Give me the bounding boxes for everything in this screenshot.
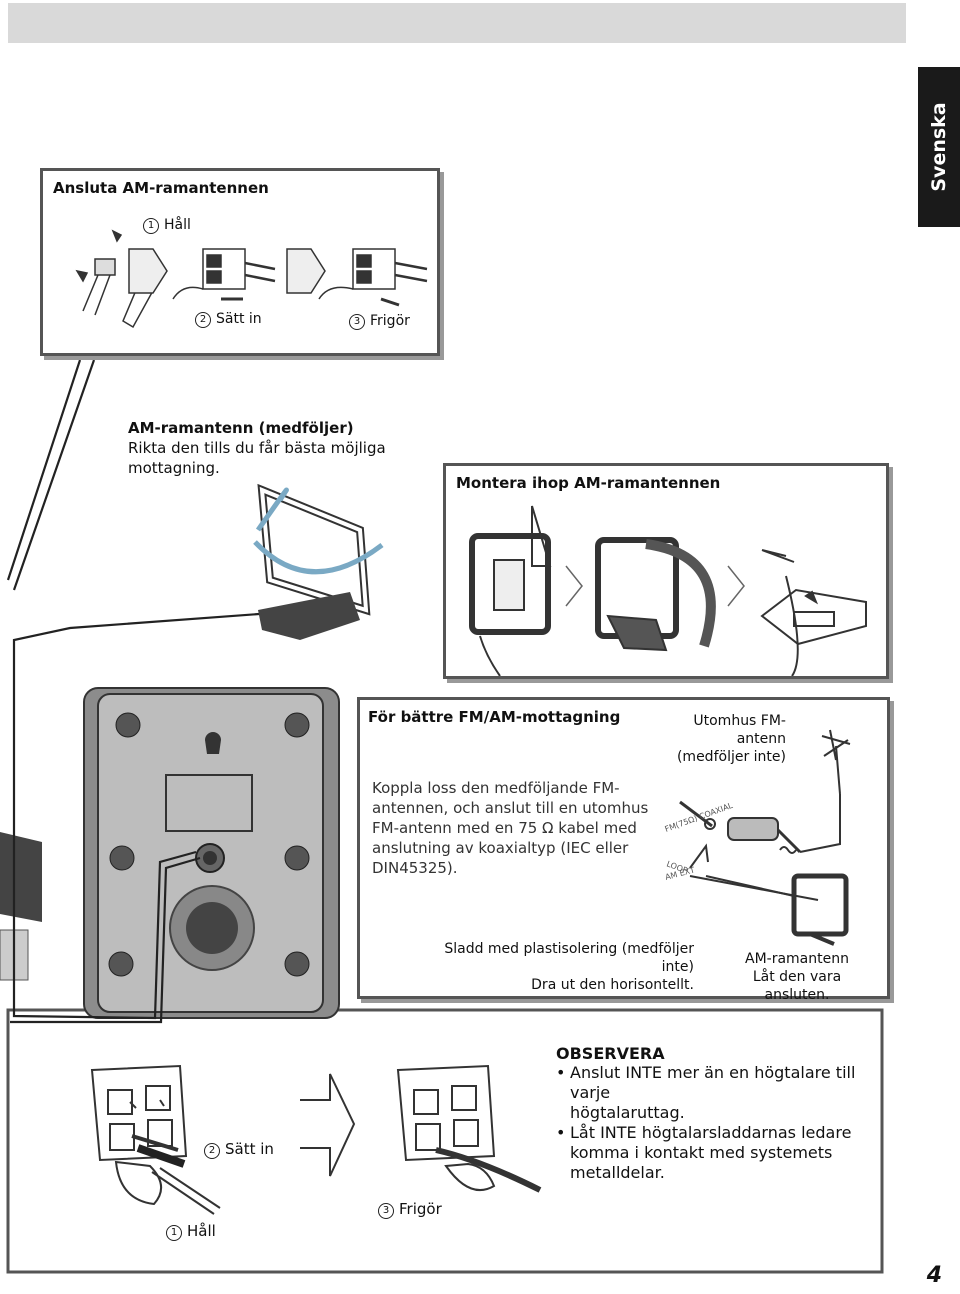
am-connect-step1: 1 Håll	[143, 217, 191, 234]
reception-illustration: FM(75Ω) COAXIAL LOOP AM EXT	[664, 729, 851, 946]
am-connect-step2: 2 Sätt in	[195, 311, 262, 328]
speaker-step1: 1 Håll	[166, 1222, 216, 1241]
unit-back-illustration	[83, 687, 340, 1019]
step-number: 3	[349, 314, 365, 330]
am-antenna-note-title: AM-ramantenn (medföljer)	[128, 419, 354, 437]
speaker-step2: 2 Sätt in	[204, 1140, 274, 1159]
body-line: FM-antenn med en 75 Ω kabel med	[372, 819, 637, 837]
observera-title: OBSERVERA	[556, 1044, 665, 1063]
better-reception-title: För bättre FM/AM-mottagning	[368, 708, 621, 726]
step-label: Håll	[164, 217, 191, 233]
observera-line: Anslut INTE mer än en högtalare till var…	[570, 1063, 856, 1102]
body-line: Koppla loss den medföljande FM-	[372, 779, 620, 797]
wire-label: Sladd med plastisolering (medföljer inte…	[422, 940, 694, 994]
wire-label-line2: Dra ut den horisontellt.	[531, 977, 694, 993]
am-antenna-label-line2: Låt den vara ansluten.	[752, 969, 842, 1003]
step-number: 2	[195, 312, 211, 328]
am-antenna-label-line1: AM-ramantenn	[745, 951, 849, 967]
step-number: 2	[204, 1143, 220, 1159]
assemble-illustration	[469, 505, 867, 676]
step-label: Sätt in	[225, 1140, 274, 1158]
am-antenna-label: AM-ramantenn Låt den vara ansluten.	[722, 950, 872, 1004]
assemble-box: Montera ihop AM-ramantennen	[443, 463, 889, 679]
observera-line: Låt INTE högtalarsladdarnas ledare	[570, 1123, 852, 1142]
observera-item: Anslut INTE mer än en högtalare till var…	[556, 1063, 874, 1123]
am-connect-illustration	[75, 229, 428, 329]
header-bar	[8, 3, 906, 43]
observera-line: metalldelar.	[570, 1163, 665, 1182]
better-reception-body: Koppla loss den medföljande FM- antennen…	[372, 778, 648, 878]
step-label: Håll	[187, 1222, 216, 1240]
step-label: Frigör	[370, 313, 410, 329]
am-connect-step3: 3 Frigör	[349, 313, 410, 330]
step-number: 1	[166, 1225, 182, 1241]
step-label: Frigör	[399, 1200, 442, 1218]
wire-label-line1: Sladd med plastisolering (medföljer inte…	[444, 941, 694, 975]
body-line: antennen, och anslut till en utomhus	[372, 799, 649, 817]
observera-item: Låt INTE högtalarsladdarnas ledare komma…	[556, 1123, 874, 1183]
better-reception-box: För bättre FM/AM-mottagning Utomhus FM-a…	[357, 697, 890, 1003]
observera-line: högtalaruttag.	[570, 1103, 685, 1122]
am-connect-title: Ansluta AM-ramantennen	[53, 179, 269, 197]
outdoor-fm-line2: (medföljer inte)	[676, 749, 786, 765]
observera-section: OBSERVERA Anslut INTE mer än en högtalar…	[556, 1044, 874, 1183]
observera-list: Anslut INTE mer än en högtalare till var…	[556, 1063, 874, 1183]
step-number: 1	[143, 218, 159, 234]
am-antenna-note-line1: Rikta den tills du får bästa möjliga	[128, 439, 386, 457]
outdoor-fm-label: Utomhus FM-antenn (medföljer inte)	[646, 712, 786, 766]
am-antenna-note-line2: mottagning.	[128, 459, 220, 477]
page-number: 4	[926, 1263, 942, 1288]
language-tab: Svenska	[918, 67, 960, 227]
outdoor-fm-line1: Utomhus FM-antenn	[693, 713, 786, 747]
observera-line: komma i kontakt med systemets	[570, 1143, 833, 1162]
assemble-title: Montera ihop AM-ramantennen	[456, 474, 721, 492]
speaker-step3: 3 Frigör	[378, 1200, 442, 1219]
body-line: DIN45325).	[372, 859, 458, 877]
step-number: 3	[378, 1203, 394, 1219]
am-antenna-note: AM-ramantenn (medföljer) Rikta den tills…	[128, 418, 386, 478]
step-label: Sätt in	[216, 311, 262, 327]
am-loop-antenna-illustration	[253, 483, 384, 640]
antenna-cables	[6, 359, 341, 1024]
body-line: anslutning av koaxialtyp (IEC eller	[372, 839, 629, 857]
